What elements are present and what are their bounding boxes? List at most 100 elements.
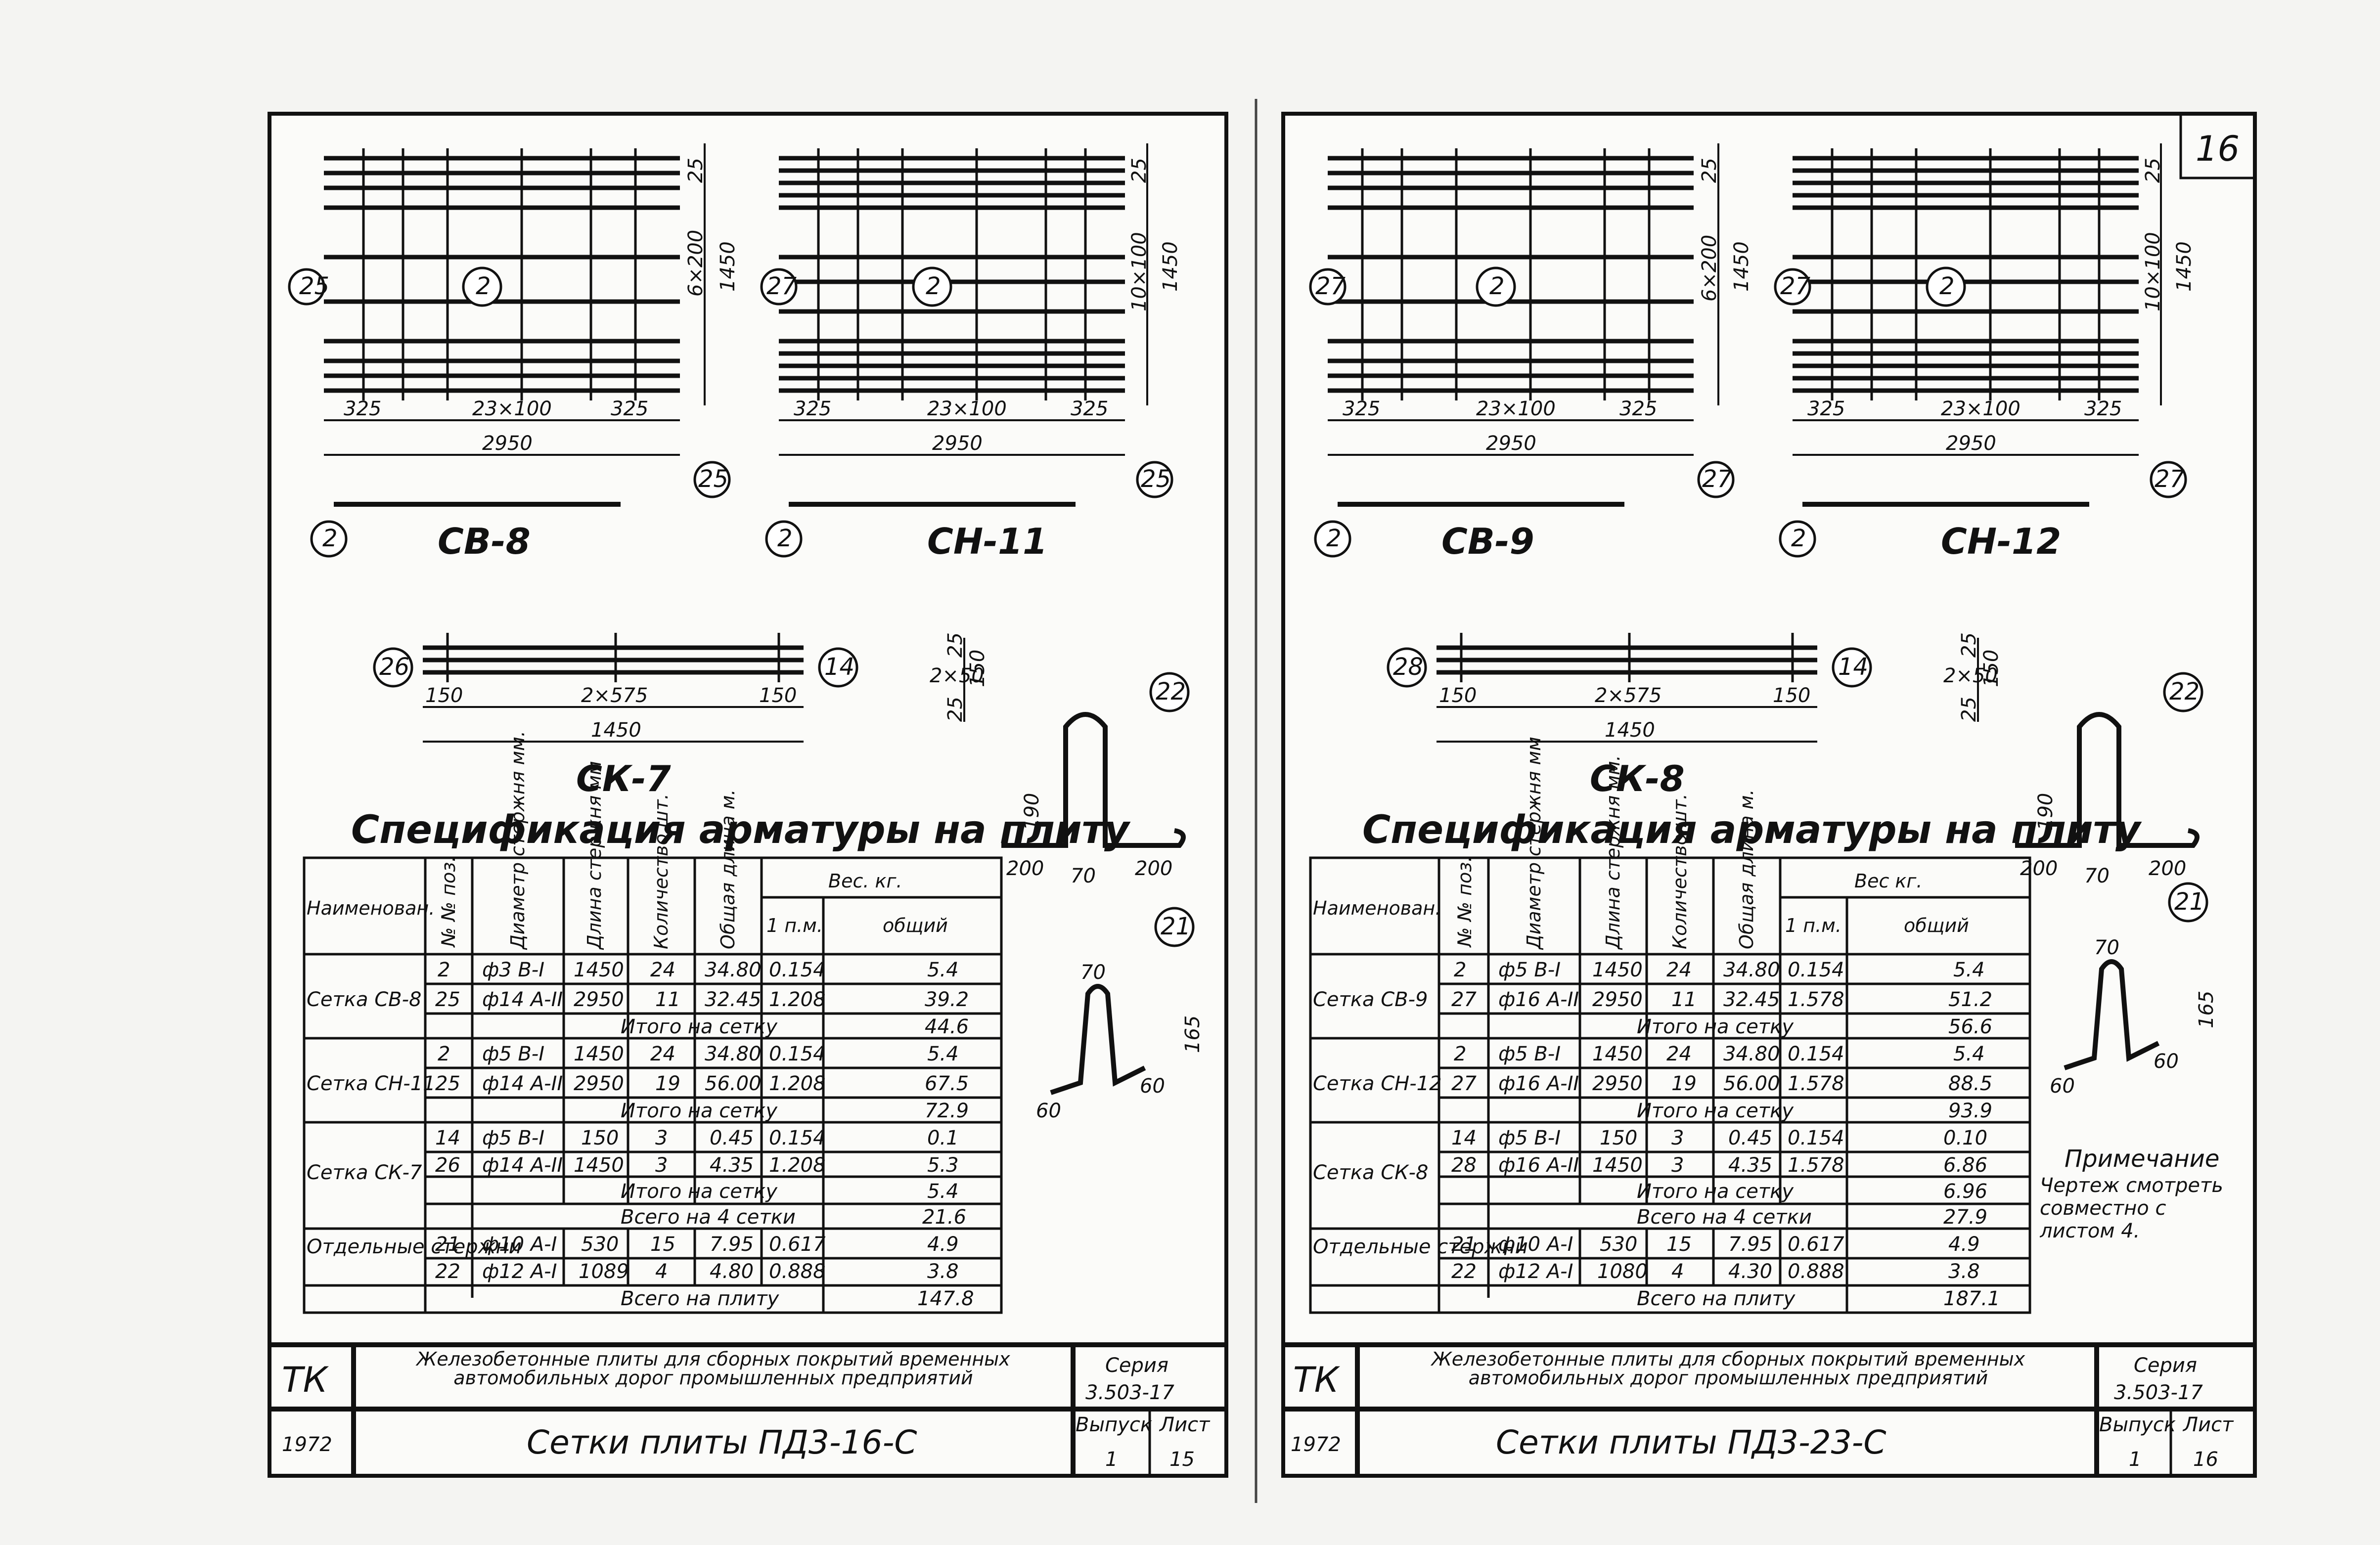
g2-r2-w: 67.5 [925,1072,969,1095]
stamp-series-label: Серия [2134,1354,2197,1377]
mesh-a-height: 1450 [1730,241,1753,292]
g1-r1-len: 1450 [574,959,624,981]
hdr-weight: Вес кг. [1854,870,1922,892]
stamp-series: 3.503-17 [1085,1381,1174,1404]
mesh-c-dim-2: 150 [759,684,797,707]
stamp-sheet: 15 [1169,1448,1195,1471]
g2-r2-diam: ф14 А-II [482,1072,563,1095]
g4-r2-w: 3.8 [1948,1260,1980,1283]
g3-r1-diam: ф5 В-I [482,1127,544,1149]
mesh-a-dim-bottom-1: 23×100 [1476,397,1556,420]
g4-r1-tlen: 7.95 [710,1233,754,1256]
g2-r2-wpm: 1.578 [1788,1072,1844,1095]
mesh-b-dim-top-0: 25 [2142,158,2164,183]
stamp-title: Железобетонные плиты для сборных покрыти… [1431,1350,2025,1389]
g2-total: 93.9 [1948,1100,1992,1122]
mesh-a-mark-mid: 2 [476,272,491,300]
mesh-b-mark-bottom-left: 2 [1791,525,1806,552]
g3-all-label: Всего на 4 сетки [1637,1206,1812,1229]
g1-r2-w: 39.2 [925,988,969,1011]
g2-r1-pos: 2 [1454,1043,1466,1065]
hdr-weight-total: общий [1904,915,1969,936]
g1-total: 56.6 [1948,1015,1992,1038]
g2-r2-len: 2950 [1592,1072,1643,1095]
g4-r2-len: 1089 [579,1260,629,1283]
mesh-b-mark-left: 27 [766,272,797,300]
g3-r2-len: 1450 [574,1154,624,1177]
mesh-c-dim-1: 2×575 [581,684,648,707]
g1-r1-diam: ф3 В-I [482,959,544,981]
g1-r2-tlen: 32.45 [1723,988,1780,1011]
stamp-series: 3.503-17 [2114,1381,2203,1404]
stamp-issue-label: Выпуск [1076,1413,1152,1436]
mesh-c-dim-1: 2×575 [1595,684,1662,707]
section-dim-0: 25 [944,632,967,658]
mesh-b-mark-bottom-right: 25 [1141,465,1171,493]
g2-r2-len: 2950 [574,1072,624,1095]
g2-r2-wpm: 1.208 [769,1072,826,1095]
mesh-c-mark-right: 14 [824,653,854,681]
mesh-a-dim-bottom-0: 325 [344,397,381,420]
stamp-issue-label: Выпуск [2099,1413,2176,1436]
mesh-a-length: 2950 [482,432,533,455]
g1-r2-qty: 11 [1671,988,1697,1011]
g3-all: 27.9 [1943,1206,1987,1229]
g2-r1-wpm: 0.154 [1788,1043,1844,1065]
mesh-a-dim-bottom-2: 325 [1619,397,1657,420]
stamp-drawing: Сетки плиты ПД3-16-С [527,1423,917,1461]
mesh-b-dim-bottom-2: 325 [2084,397,2122,420]
mesh-b-cross [1831,148,2101,400]
g3-total: 6.96 [1943,1180,1987,1203]
g3-r2-tlen: 4.35 [710,1154,754,1177]
g4-r1-qty: 15 [1666,1233,1692,1256]
mesh-c-dim-0: 150 [425,684,463,707]
bent-22-a: 200 [1006,857,1044,880]
mesh-b-bars [779,156,1125,393]
g3-r1-tlen: 0.45 [1728,1127,1772,1149]
bent-21-l2: 60 [2154,1050,2179,1073]
mesh-a-cross [362,148,637,400]
g3-r1-tlen: 0.45 [710,1127,754,1149]
g2-r1-tlen: 34.80 [1723,1043,1780,1065]
g4-r1-len: 530 [1600,1233,1637,1256]
mesh-a-dim-top-0: 25 [684,158,707,183]
bent-22-b: 70 [1071,865,1096,887]
mesh-b-name: СН-12 [1941,521,2061,562]
g3-r2-diam: ф14 А-II [482,1154,563,1177]
g1-r1-tlen: 34.80 [705,959,762,981]
bent-22-a: 200 [2020,857,2058,880]
g2-r1-wpm: 0.154 [769,1043,826,1065]
g3-r1-len: 150 [581,1127,619,1149]
mesh-b-dim-top-2: 10×100 [2142,232,2164,311]
mesh-a-mark-bottom-left: 2 [1326,525,1342,552]
mesh-c-length: 1450 [1605,719,1655,742]
g3-r1-wpm: 0.154 [1788,1127,1844,1149]
mesh-c-drawing: 150 2×575 150 1450 28 14 СК-8 [1387,633,1872,799]
hdr-name: Наименован. [1313,897,1441,919]
g3-r2-tlen: 4.35 [1728,1154,1772,1177]
g4-r2-wpm: 0.888 [769,1260,826,1283]
g2-r2-tlen: 56.00 [705,1072,762,1095]
g4-r1-qty: 15 [650,1233,675,1256]
bent-22-h: 190 [1021,793,1043,831]
g3-r1-diam: ф5 В-I [1498,1127,1561,1149]
g3-all-label: Всего на 4 сетки [621,1206,796,1229]
hdr-qty: Количество шт. [650,794,672,949]
grand-label: Всего на плиту [621,1287,780,1310]
g4-r1-tlen: 7.95 [1728,1233,1772,1256]
bent-bar-21: 21 70 165 60 60 [1036,907,1204,1122]
g1-total-label: Итого на сетку [1637,1015,1794,1038]
bent-21-top: 70 [2094,936,2119,959]
stamp-sheet-label: Лист [1159,1413,1211,1436]
mesh-a-mark-bottom-right: 27 [1702,465,1733,493]
g2-r2-pos: 25 [435,1072,460,1095]
bent-bar-22: 22 190 200 70 200 [1001,672,1190,887]
g2-total: 72.9 [925,1100,969,1122]
g2-r1-w: 5.4 [1953,1043,1985,1065]
mesh-a-dim-bottom-2: 325 [611,397,648,420]
mesh-a-mark-left: 25 [299,272,329,300]
mesh-a-dim-bottom-0: 325 [1343,397,1380,420]
hdr-weight-total: общий [883,915,948,936]
g1-r1-wpm: 0.154 [769,959,826,981]
mesh-c-mark-left: 26 [379,653,409,681]
